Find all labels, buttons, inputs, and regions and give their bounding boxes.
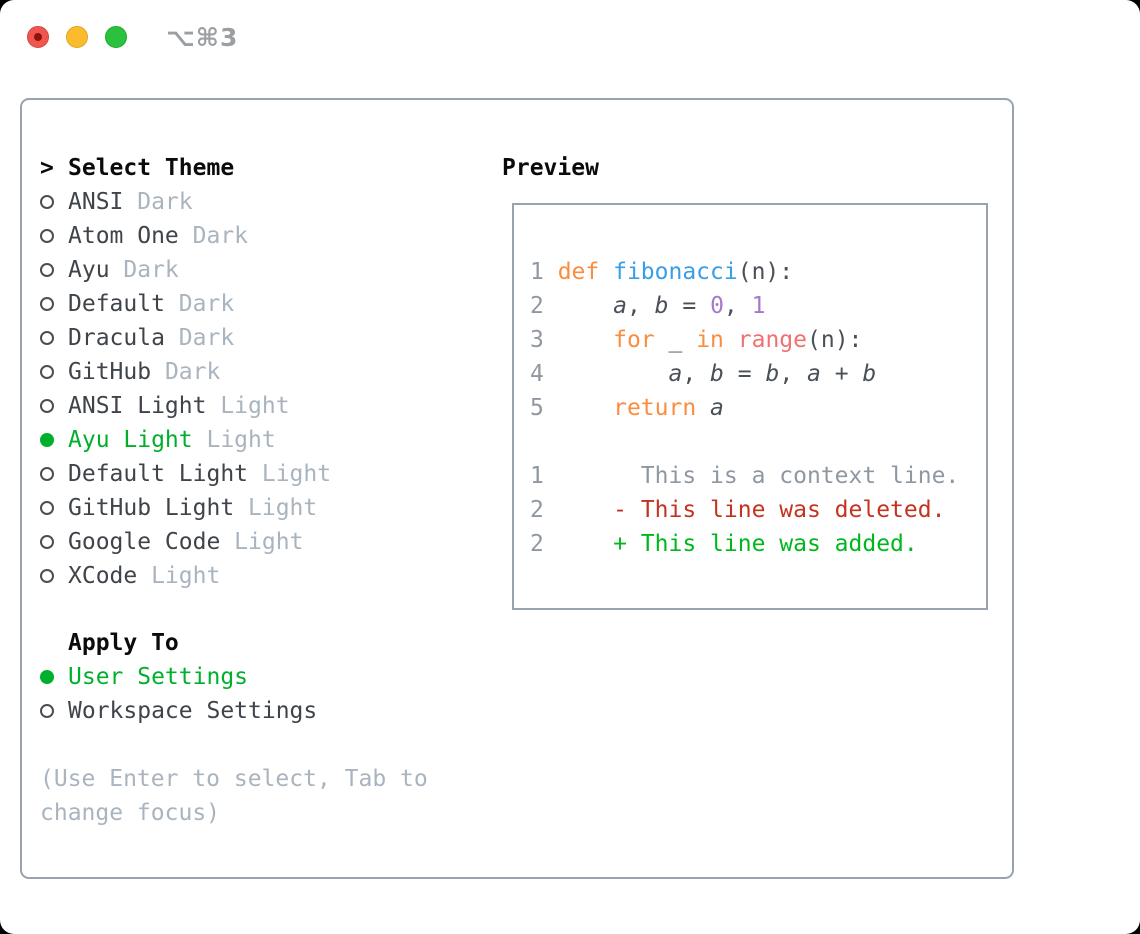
- option-label: Workspace Settings: [68, 698, 318, 724]
- option-label: ANSI: [68, 189, 124, 215]
- option-label: Default: [68, 291, 165, 317]
- apply-option-workspace-settings[interactable]: Workspace Settings: [40, 694, 317, 728]
- option-variant-label: Light: [220, 529, 304, 555]
- apply-to-header: Apply To: [40, 626, 317, 660]
- option-variant-label: Light: [248, 461, 332, 487]
- window-title: ⌥⌘3: [166, 23, 239, 52]
- theme-option-google-code[interactable]: Google Code Light: [40, 525, 331, 559]
- minimize-button[interactable]: [66, 26, 88, 48]
- option-label: GitHub Light: [68, 495, 235, 521]
- radio-selected-icon: [40, 433, 68, 447]
- option-variant-label: Dark: [164, 291, 235, 317]
- option-variant-label: Light: [137, 563, 221, 589]
- code-line: 2 a, b = 0, 1: [530, 293, 766, 319]
- radio-unselected-icon: [40, 535, 68, 549]
- code-line: 4 a, b = b, a + b: [530, 361, 877, 387]
- code-line: 1 This is a context line.: [530, 463, 960, 489]
- option-variant-label: Light: [192, 427, 276, 453]
- option-variant-label: Dark: [109, 257, 179, 283]
- option-label: Dracula: [68, 325, 165, 351]
- theme-option-default-light[interactable]: Default Light Light: [40, 457, 331, 491]
- radio-unselected-icon: [40, 263, 68, 277]
- theme-option-ansi-light[interactable]: ANSI Light Light: [40, 389, 331, 423]
- code-line: 1 def fibonacci(n):: [530, 259, 794, 285]
- theme-list-title: Select Theme: [68, 155, 235, 181]
- option-label: XCode: [68, 563, 138, 589]
- radio-unselected-icon: [40, 704, 68, 718]
- option-label: Google Code: [68, 529, 221, 555]
- preview-title: Preview: [502, 155, 599, 181]
- theme-option-github-light[interactable]: GitHub Light Light: [40, 491, 331, 525]
- titlebar: ⌥⌘3: [0, 0, 1140, 72]
- theme-option-ansi[interactable]: ANSI Dark: [40, 185, 331, 219]
- code-line: 2 + This line was added.: [530, 531, 918, 557]
- radio-unselected-icon: [40, 501, 68, 515]
- theme-option-ayu-light[interactable]: Ayu Light Light: [40, 423, 331, 457]
- radio-unselected-icon: [40, 331, 68, 345]
- code-preview: 1 def fibonacci(n): 2 a, b = 0, 1 3 for _ …: [530, 255, 959, 561]
- theme-list-header: > Select Theme: [40, 151, 331, 185]
- option-label: ANSI Light: [68, 393, 207, 419]
- option-label: User Settings: [68, 664, 249, 690]
- radio-unselected-icon: [40, 365, 68, 379]
- option-variant-label: Dark: [151, 359, 221, 385]
- option-label: Ayu Light: [68, 427, 193, 453]
- apply-to-title: Apply To: [68, 630, 179, 656]
- option-variant-label: Light: [234, 495, 318, 521]
- code-line: 3 for _ in range(n):: [530, 327, 863, 353]
- theme-option-default[interactable]: Default Dark: [40, 287, 331, 321]
- theme-option-github[interactable]: GitHub Dark: [40, 355, 331, 389]
- radio-selected-icon: [40, 670, 68, 684]
- code-line: 2 - This line was deleted.: [530, 497, 946, 523]
- option-label: Default Light: [68, 461, 249, 487]
- option-variant-label: Dark: [178, 223, 249, 249]
- help-hint: (Use Enter to select, Tab to change focu…: [40, 766, 428, 826]
- radio-unselected-icon: [40, 569, 68, 583]
- code-line: 5 return a: [530, 395, 724, 421]
- zoom-button[interactable]: [105, 26, 127, 48]
- option-variant-label: Light: [206, 393, 290, 419]
- option-label: Ayu: [68, 257, 110, 283]
- radio-unselected-icon: [40, 195, 68, 209]
- option-variant-label: Dark: [123, 189, 193, 215]
- option-label: Atom One: [68, 223, 179, 249]
- theme-option-dracula[interactable]: Dracula Dark: [40, 321, 331, 355]
- radio-unselected-icon: [40, 399, 68, 413]
- apply-option-user-settings[interactable]: User Settings: [40, 660, 317, 694]
- radio-unselected-icon: [40, 229, 68, 243]
- radio-unselected-icon: [40, 467, 68, 481]
- option-label: GitHub: [68, 359, 152, 385]
- radio-unselected-icon: [40, 297, 68, 311]
- theme-option-xcode[interactable]: XCode Light: [40, 559, 331, 593]
- close-button[interactable]: [27, 26, 49, 48]
- theme-option-ayu[interactable]: Ayu Dark: [40, 253, 331, 287]
- preview-pane: 1 def fibonacci(n): 2 a, b = 0, 1 3 for _ …: [512, 203, 988, 610]
- theme-option-atom-one[interactable]: Atom One Dark: [40, 219, 331, 253]
- prompt-icon: >: [40, 155, 54, 181]
- option-variant-label: Dark: [164, 325, 235, 351]
- code-line: [530, 425, 959, 459]
